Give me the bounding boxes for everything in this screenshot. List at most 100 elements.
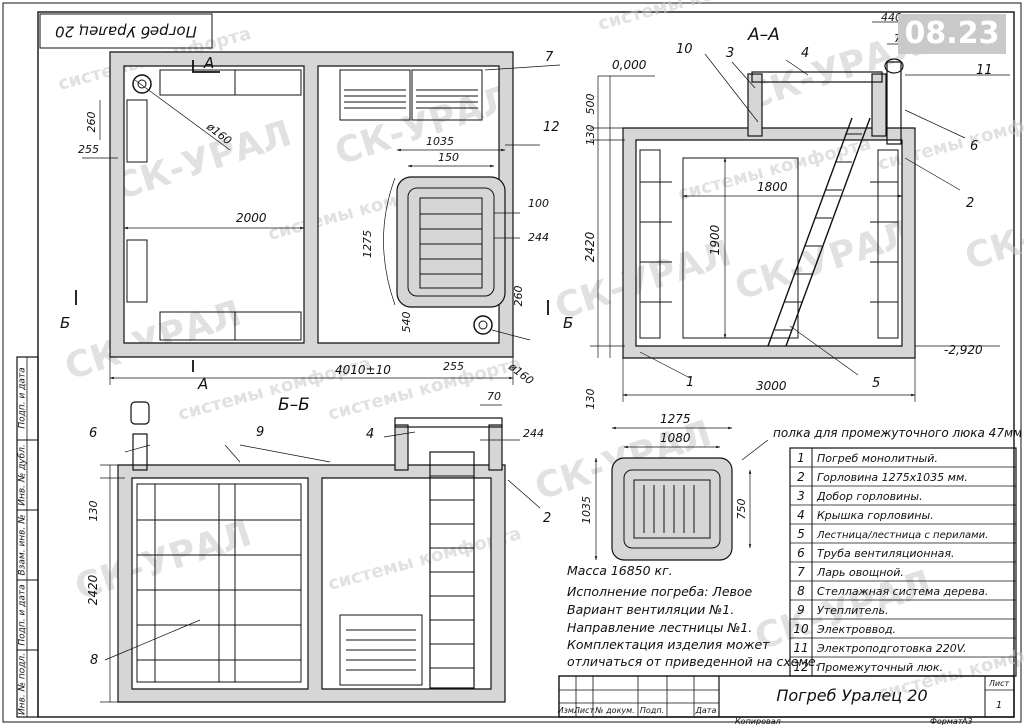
dim-label: 150 bbox=[438, 151, 459, 164]
dim-label: 130 bbox=[584, 125, 597, 146]
title-col: Изм. bbox=[558, 706, 577, 715]
drawing-title: Погреб Уралец 20 bbox=[776, 686, 927, 705]
note-line: Комплектация изделия может bbox=[567, 637, 770, 652]
watermark-text: СК-УРАЛ bbox=[730, 213, 916, 308]
callout-6: 6 bbox=[970, 139, 978, 154]
legend-text: Погреб монолитный. bbox=[817, 452, 938, 465]
dim-label: 244 bbox=[523, 427, 544, 440]
legend-num: 7 bbox=[797, 565, 805, 579]
hatch-detail bbox=[594, 426, 769, 561]
legend-num: 12 bbox=[793, 660, 808, 674]
callout-10: 10 bbox=[676, 42, 693, 57]
dim-label: 750 bbox=[735, 499, 748, 520]
callout-2: 2 bbox=[543, 511, 551, 526]
legend-num: 1 bbox=[797, 451, 805, 465]
callout-1: 1 bbox=[686, 375, 694, 390]
legend-num: 10 bbox=[793, 622, 809, 636]
stamp-label: Взам. инв. № bbox=[18, 514, 28, 575]
callout-6: 6 bbox=[89, 426, 97, 441]
section-label-aa: А–А bbox=[747, 25, 780, 45]
callout-5: 5 bbox=[872, 376, 880, 391]
callout-8: 8 bbox=[90, 653, 98, 668]
note-line: Масса 16850 кг. bbox=[567, 563, 673, 578]
note-line: Исполнение погреба: Левое bbox=[567, 584, 753, 599]
legend-text: Лестница/лестница с перилами. bbox=[816, 530, 988, 541]
legend-text: Добор горловины. bbox=[816, 490, 923, 503]
dim-label: 1080 bbox=[660, 431, 691, 445]
callout-4: 4 bbox=[801, 46, 809, 61]
dim-label: 2420 bbox=[86, 574, 100, 605]
section-label-bb: Б–Б bbox=[278, 395, 310, 415]
dim-label: 1900 bbox=[708, 224, 722, 255]
dim-label: 100 bbox=[528, 197, 549, 210]
legend-num: 4 bbox=[797, 508, 805, 522]
legend-text: Труба вентиляционная. bbox=[817, 547, 954, 560]
callout-12: 12 bbox=[543, 120, 560, 135]
revision-badge: 08.23 bbox=[898, 14, 1006, 54]
stamp-label: Инв. № дубл. bbox=[18, 444, 28, 506]
legend-text: Крышка горловины. bbox=[817, 509, 934, 522]
watermark-text: СК-УРАЛ bbox=[330, 78, 516, 173]
vent-hole bbox=[132, 74, 152, 94]
dim-label: 70 bbox=[487, 390, 501, 403]
callout-11: 11 bbox=[976, 63, 993, 78]
legend-text: Ларь овощной. bbox=[816, 566, 904, 579]
dim-label: 130 bbox=[87, 501, 100, 522]
dim-label: 1035 bbox=[426, 135, 454, 148]
dim-label: 440 bbox=[881, 11, 902, 24]
note-line: отличаться от приведенной на схеме. bbox=[567, 654, 820, 669]
legend-text: Промежуточный люк. bbox=[817, 661, 943, 674]
dim-label: 1275 bbox=[361, 230, 374, 258]
legend-text: Горловина 1275х1035 мм. bbox=[817, 471, 968, 484]
legend-num: 3 bbox=[797, 489, 805, 503]
legend-num: 5 bbox=[797, 527, 805, 541]
dim-label: 540 bbox=[400, 312, 413, 333]
title-block: Изм. Лист № докум. Подп. Дата Погреб Ура… bbox=[558, 675, 1015, 725]
dim-label: 1035 bbox=[580, 496, 593, 524]
legend-num: 2 bbox=[797, 470, 805, 484]
legend-num: 9 bbox=[797, 603, 805, 617]
section-aa bbox=[590, 21, 1010, 402]
dim-label: 3000 bbox=[756, 379, 787, 393]
title-col: Дата bbox=[695, 706, 717, 715]
level-label: -2,920 bbox=[944, 343, 983, 357]
cut-label-a: А bbox=[197, 375, 208, 393]
stamp-label: Подп. и дата bbox=[18, 584, 28, 645]
section-bb bbox=[100, 401, 541, 703]
side-stamp: Подп. и дата Инв. № дубл. Взам. инв. № П… bbox=[16, 356, 39, 718]
shelf-note: полка для промежуточного люка 47мм bbox=[773, 426, 1022, 440]
level-label: 0,000 bbox=[612, 58, 647, 72]
dim-label: 500 bbox=[584, 94, 597, 115]
legend-text: Электроввод. bbox=[816, 623, 896, 636]
format-label: Формат bbox=[930, 717, 963, 725]
legend-text: Электроподготовка 220V. bbox=[816, 642, 967, 655]
callout-2: 2 bbox=[966, 196, 974, 211]
notes-block: Масса 16850 кг. Исполнение погреба: Лево… bbox=[567, 563, 820, 669]
legend-num: 8 bbox=[797, 584, 805, 598]
cut-label-b: Б bbox=[563, 314, 573, 332]
vent-hole bbox=[473, 315, 493, 335]
dim-label: 2420 bbox=[583, 231, 597, 262]
dim-label: 1275 bbox=[660, 412, 691, 426]
callout-3: 3 bbox=[726, 46, 734, 61]
legend-text: Стеллажная система дерева. bbox=[817, 585, 988, 598]
note-line: Направление лестницы №1. bbox=[567, 620, 752, 635]
dim-label: 4010±10 bbox=[335, 363, 391, 377]
stamp-label: Инв. № подл. bbox=[18, 653, 28, 715]
copied-label: Копировал bbox=[735, 717, 781, 725]
legend-num: 11 bbox=[793, 641, 808, 655]
dim-label: 130 bbox=[584, 389, 597, 410]
dim-label: 244 bbox=[528, 231, 549, 244]
sheet-number: 1 bbox=[996, 700, 1002, 711]
legend-text: Утеплитель. bbox=[817, 604, 888, 617]
callout-7: 7 bbox=[545, 50, 554, 65]
legend-num: 6 bbox=[797, 546, 805, 560]
sheet-label: Лист bbox=[988, 679, 1010, 688]
stamp-label: Подп. и дата bbox=[18, 367, 28, 428]
legend-table: 1 Погреб монолитный. 2 Горловина 1275х10… bbox=[789, 447, 1017, 677]
callout-4: 4 bbox=[366, 427, 374, 442]
callout-9: 9 bbox=[256, 425, 264, 440]
dim-label: 260 bbox=[85, 112, 98, 133]
cut-label-a: А bbox=[203, 54, 214, 72]
